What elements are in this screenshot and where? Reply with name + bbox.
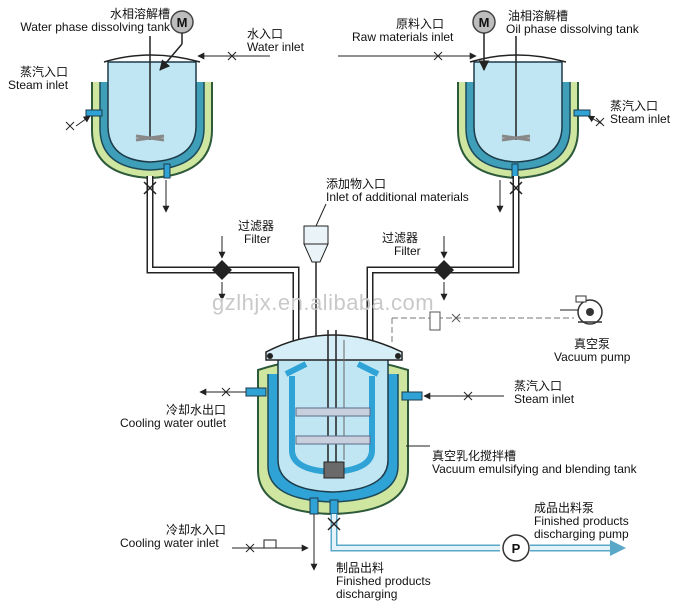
motor-left: M <box>159 10 194 71</box>
steam-right-label: 蒸汽入口 Steam inlet <box>610 100 670 126</box>
discharge-label-en2: discharging <box>336 587 398 601</box>
oil-tank-label-en: Oil phase dissolving tank <box>506 22 639 36</box>
additive-hopper <box>303 203 329 340</box>
water-tank-label-cn: 水相溶解槽 <box>109 7 170 21</box>
discharge-label-en1: Finished products <box>336 574 431 588</box>
water-tank-label-en: Water phase dissolving tank <box>20 20 170 34</box>
steam-inlet-right-line <box>587 115 605 127</box>
additive-label: 添加物入口 Inlet of additional materials <box>326 178 469 204</box>
discharging-pump-label-en2: discharging pump <box>534 527 629 541</box>
cooling-inlet-label-cn: 冷却水入口 <box>166 523 227 537</box>
cooling-inlet-label-en: Cooling water inlet <box>120 536 219 550</box>
steam-main-line <box>423 391 504 401</box>
vacuum-pump-symbol <box>575 295 603 325</box>
steam-main-label-cn: 蒸汽入口 <box>514 379 563 393</box>
cooling-inlet-label: 冷却水入口 Cooling water inlet <box>120 524 226 550</box>
discharging-pump-label-cn: 成品出料泵 <box>534 501 595 515</box>
cooling-outlet-line <box>199 387 246 397</box>
steam-inlet-left-line <box>65 115 91 131</box>
water-tank-label: 水相溶解槽 Water phase dissolving tank <box>0 8 170 34</box>
cooling-outlet-label-en: Cooling water outlet <box>120 416 227 430</box>
raw-materials-inlet-line <box>338 51 477 61</box>
water-inlet-label-cn: 水入口 <box>247 27 284 41</box>
water-inlet-label-en: Water inlet <box>247 40 304 54</box>
discharge-label: 制品出料 Finished products discharging <box>336 562 431 601</box>
steam-left-label-en: Steam inlet <box>8 78 69 92</box>
additive-label-en: Inlet of additional materials <box>326 190 469 204</box>
filter-left-label-en: Filter <box>244 232 271 246</box>
oil-tank-label-cn: 油相溶解槽 <box>508 9 569 23</box>
filter-right-label-cn: 过滤器 <box>382 231 419 245</box>
filter-left-label: 过滤器 Filter <box>238 220 274 246</box>
steam-main-label: 蒸汽入口 Steam inlet <box>514 380 574 406</box>
raw-inlet-label-cn: 原料入口 <box>396 17 445 31</box>
raw-inlet-label-en: Raw materials inlet <box>352 30 454 44</box>
water-inlet-line <box>197 51 270 61</box>
water-inlet-label: 水入口 Water inlet <box>247 28 304 54</box>
cooling-inlet-line <box>232 514 318 571</box>
filter-right-label-en: Filter <box>394 244 421 258</box>
vacuum-emulsifying-tank <box>245 330 423 516</box>
steam-right-label-cn: 蒸汽入口 <box>610 99 659 113</box>
right-transfer-pipe <box>363 176 523 358</box>
vacuum-line <box>391 311 574 344</box>
additive-label-cn: 添加物入口 <box>326 177 387 191</box>
cooling-outlet-label-cn: 冷却水出口 <box>166 403 227 417</box>
watermark-text: gzlhjx.en.alibaba.com <box>212 290 435 315</box>
discharge-pipe <box>327 514 626 556</box>
discharging-pump-label-en1: Finished products <box>534 514 629 528</box>
water-phase-tank <box>85 36 213 180</box>
discharging-pump-label: 成品出料泵 Finished products discharging pump <box>534 502 629 541</box>
steam-left-label-cn: 蒸汽入口 <box>20 65 69 79</box>
filter-right-label: 过滤器 Filter <box>382 232 421 258</box>
steam-left-label: 蒸汽入口 Steam inlet <box>8 66 68 92</box>
vacuum-pump-label-en: Vacuum pump <box>554 350 631 364</box>
left-transfer-pipe <box>143 176 303 358</box>
oil-tank-label: 油相溶解槽 Oil phase dissolving tank <box>506 10 639 36</box>
steam-right-label-en: Steam inlet <box>610 112 671 126</box>
steam-main-label-en: Steam inlet <box>514 392 575 406</box>
raw-inlet-label: 原料入口 Raw materials inlet <box>352 18 453 44</box>
emulsify-tank-label-en: Vacuum emulsifying and blending tank <box>432 462 637 476</box>
vacuum-pump-label-cn: 真空泵 <box>574 337 611 351</box>
discharging-pump-symbol: P <box>502 534 530 562</box>
cooling-outlet-label: 冷却水出口 Cooling water outlet <box>120 404 226 430</box>
motor-right-label: M <box>479 15 490 30</box>
emulsify-tank-label-cn: 真空乳化搅拌槽 <box>432 449 517 463</box>
emulsify-tank-label: 真空乳化搅拌槽 Vacuum emulsifying and blending … <box>432 450 637 476</box>
oil-phase-tank <box>457 36 591 180</box>
motor-right: M <box>472 10 496 72</box>
vacuum-pump-label: 真空泵 Vacuum pump <box>554 338 630 364</box>
discharge-label-cn: 制品出料 <box>336 561 385 575</box>
motor-left-label: M <box>177 15 188 30</box>
filter-left-label-cn: 过滤器 <box>238 219 275 233</box>
pump-symbol-label: P <box>512 541 521 556</box>
